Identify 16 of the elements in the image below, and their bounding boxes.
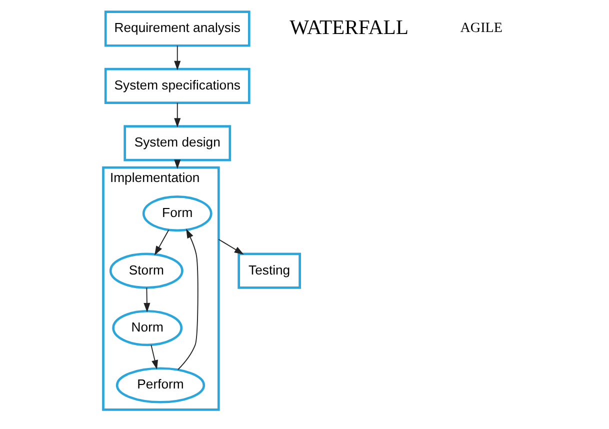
- node-ellipse: Perform: [116, 367, 206, 404]
- arrow: [150, 344, 158, 370]
- arrow: [218, 238, 244, 254]
- node-ellipse: Norm: [112, 310, 183, 346]
- node-ellipse: Form: [142, 196, 212, 232]
- node-box: Requirement analysis: [104, 10, 250, 47]
- node-box: System specifications: [104, 68, 250, 104]
- arrow: [177, 228, 198, 370]
- node-box: Testing: [238, 252, 301, 289]
- node-ellipse: Storm: [109, 252, 184, 289]
- label: AGILE: [460, 20, 502, 36]
- arrow: [154, 229, 170, 256]
- arrow: [174, 102, 181, 128]
- label: WATERFALL: [290, 16, 408, 39]
- arrow: [174, 45, 181, 70]
- arrow: [144, 287, 150, 312]
